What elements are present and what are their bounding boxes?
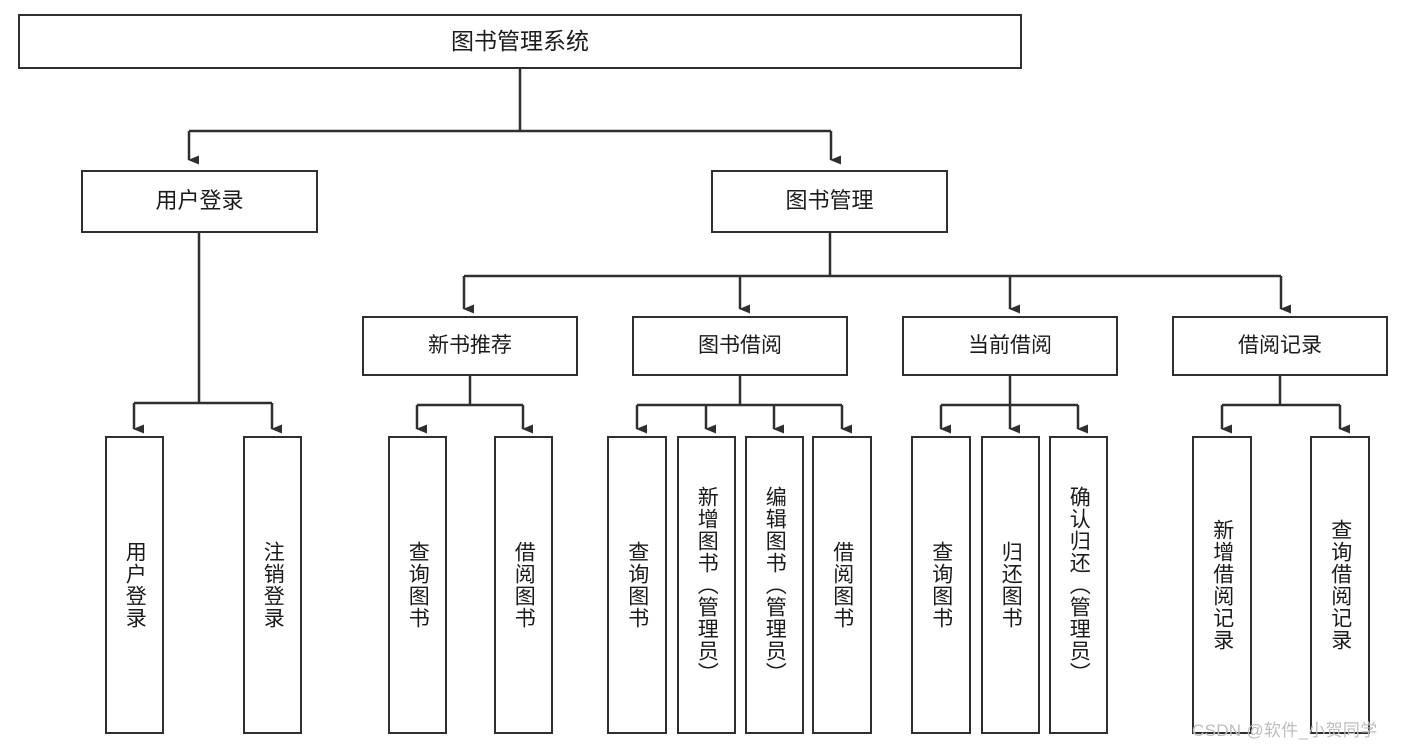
node-leaf-query-book-recommend[interactable]: 查询图书 xyxy=(388,436,447,734)
node-label: 查询图书 xyxy=(625,541,649,629)
node-leaf-query-book-current[interactable]: 查询图书 xyxy=(911,436,971,734)
node-leaf-borrow-book-recommend[interactable]: 借阅图书 xyxy=(494,436,553,734)
node-leaf-confirm-return-admin[interactable]: 确认归还（管理员） xyxy=(1049,436,1108,734)
node-book-management-system[interactable]: 图书管理系统 xyxy=(18,14,1022,69)
node-leaf-add-book-admin[interactable]: 新增图书（管理员） xyxy=(677,436,736,734)
node-label: 查询图书 xyxy=(406,541,430,629)
node-leaf-return-book[interactable]: 归还图书 xyxy=(981,436,1040,734)
node-label: 图书借阅 xyxy=(698,334,782,358)
node-leaf-query-book-borrow[interactable]: 查询图书 xyxy=(607,436,667,734)
node-label: 新增图书（管理员） xyxy=(695,486,719,684)
node-book-management[interactable]: 图书管理 xyxy=(711,170,948,233)
node-label: 当前借阅 xyxy=(968,334,1052,358)
node-label: 归还图书 xyxy=(999,541,1023,629)
node-label: 确认归还（管理员） xyxy=(1067,486,1091,684)
node-label: 图书管理系统 xyxy=(451,27,589,54)
node-leaf-logout-login[interactable]: 注销登录 xyxy=(243,436,302,734)
node-label: 查询图书 xyxy=(929,541,953,629)
node-borrow-record[interactable]: 借阅记录 xyxy=(1172,316,1388,376)
node-label: 新增借阅记录 xyxy=(1210,519,1234,651)
node-label: 编辑图书（管理员） xyxy=(763,486,787,684)
node-label: 图书管理 xyxy=(785,188,874,214)
node-label: 用户登录 xyxy=(123,541,147,629)
csdn-watermark: CSDN @软件_小贺同学 xyxy=(1192,721,1378,740)
node-leaf-user-login[interactable]: 用户登录 xyxy=(105,436,164,734)
node-new-book-recommend[interactable]: 新书推荐 xyxy=(362,316,578,376)
node-label: 用户登录 xyxy=(155,188,244,214)
node-leaf-borrow-book[interactable]: 借阅图书 xyxy=(812,436,872,734)
node-leaf-add-borrow-record[interactable]: 新增借阅记录 xyxy=(1192,436,1252,734)
node-label: 借阅图书 xyxy=(830,541,854,629)
node-label: 借阅记录 xyxy=(1238,334,1322,358)
node-leaf-query-borrow-record[interactable]: 查询借阅记录 xyxy=(1310,436,1370,734)
node-label: 借阅图书 xyxy=(512,541,536,629)
node-label: 注销登录 xyxy=(261,541,285,629)
node-label: 查询借阅记录 xyxy=(1328,519,1352,651)
node-leaf-edit-book-admin[interactable]: 编辑图书（管理员） xyxy=(745,436,804,734)
node-current-borrow[interactable]: 当前借阅 xyxy=(902,316,1118,376)
node-label: 新书推荐 xyxy=(428,334,512,358)
node-user-login[interactable]: 用户登录 xyxy=(81,170,318,233)
node-book-borrow[interactable]: 图书借阅 xyxy=(632,316,848,376)
